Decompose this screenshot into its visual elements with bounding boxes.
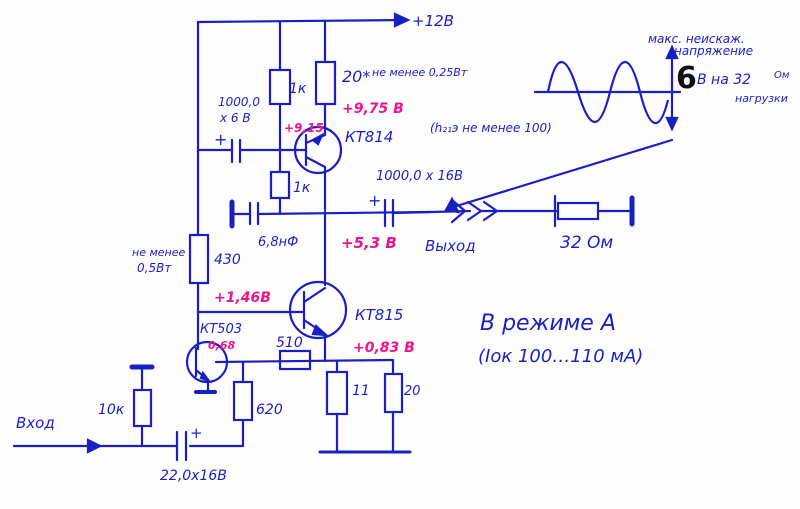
swing-label-2: напряжение	[674, 44, 753, 58]
voltage-083: +0,83 В	[353, 340, 415, 356]
swing-ohm: Ом	[774, 70, 790, 81]
voltage-068: 0,68	[208, 339, 235, 352]
r20-top-note: не менее 0,25Вт	[372, 66, 468, 79]
resistor-10k	[132, 388, 153, 428]
voltage-53: +5,3 В	[341, 234, 397, 252]
kt815-label: КТ815	[355, 306, 403, 324]
emitter-node-wire	[214, 358, 394, 364]
voltage-975: +9,75 В	[342, 101, 404, 117]
amplitude-arrow-up	[665, 44, 679, 60]
kt815-collector	[302, 286, 327, 304]
kt814-arrow	[311, 132, 325, 146]
c-boot-label-2: х 6 В	[219, 111, 251, 125]
swing-pointer-head	[444, 196, 460, 214]
c68-label: 6,8нФ	[258, 235, 298, 250]
resistor-1k-top	[268, 68, 292, 106]
supply-rail	[196, 12, 411, 28]
r1k-top-label: 1к	[289, 81, 307, 97]
load-resistor	[556, 201, 600, 221]
r620-label: 620	[256, 402, 283, 418]
output-label: Выход	[425, 237, 476, 255]
r620-lead-low	[188, 418, 245, 448]
swing-unit: В на 32	[697, 72, 751, 88]
r10k-label: 10к	[98, 402, 125, 418]
kt814-label: КТ814	[345, 128, 393, 146]
swing-value: 6	[676, 61, 697, 96]
resistor-430	[188, 233, 210, 285]
amplitude-arrow-down	[665, 116, 679, 132]
c-boot-plus: +	[214, 130, 227, 149]
swing-pointer-arrow	[448, 138, 674, 210]
c-boot-label-1: 1000,0	[218, 95, 260, 109]
c-out-label: 1000,0 х 16В	[376, 169, 463, 184]
c-in-plus: +	[190, 424, 203, 442]
kt815-emitter	[302, 318, 327, 363]
mode-current: (Iок 100…110 мА)	[478, 346, 643, 367]
r20-top-label: 20*	[342, 67, 370, 86]
r20-bottom-label: 20	[404, 384, 421, 399]
kt503-arrow	[199, 370, 213, 384]
voltage-915: +9,15	[284, 121, 324, 135]
resistor-20-bottom	[383, 372, 404, 414]
swing-load: нагрузки	[735, 92, 788, 105]
resistor-510	[278, 349, 312, 371]
voltage-146: +1,46В	[214, 290, 271, 306]
r1k-mid-label: 1к	[293, 180, 311, 196]
resistor-620	[232, 380, 254, 422]
kt814-collector	[304, 155, 327, 212]
input-arrow	[86, 438, 103, 454]
c-in-label: 22,0х16В	[160, 468, 227, 484]
r11-label: 11	[352, 383, 370, 399]
kt503-label: КТ503	[200, 322, 242, 337]
resistor-20-top	[314, 60, 337, 106]
resistor-11	[325, 370, 349, 416]
supply-label: +12В	[412, 12, 454, 30]
resistor-1k-mid	[269, 170, 291, 200]
r430-label: 430	[214, 252, 241, 268]
r430-note-2: 0,5Вт	[137, 261, 172, 275]
r510-label: 510	[276, 335, 303, 351]
load-label: 32 Ом	[560, 233, 613, 253]
transistor-kt815	[288, 280, 348, 340]
input-label: Вход	[16, 414, 55, 432]
kt814-note: (h₂₁э не менее 100)	[430, 121, 552, 135]
kt815-arrow	[311, 324, 330, 337]
swing-label-1: макс. неискаж.	[648, 32, 745, 46]
r430-note-1: не менее	[132, 246, 185, 259]
mode-label: В режиме А	[480, 311, 616, 336]
c-out-plus: +	[368, 191, 381, 210]
